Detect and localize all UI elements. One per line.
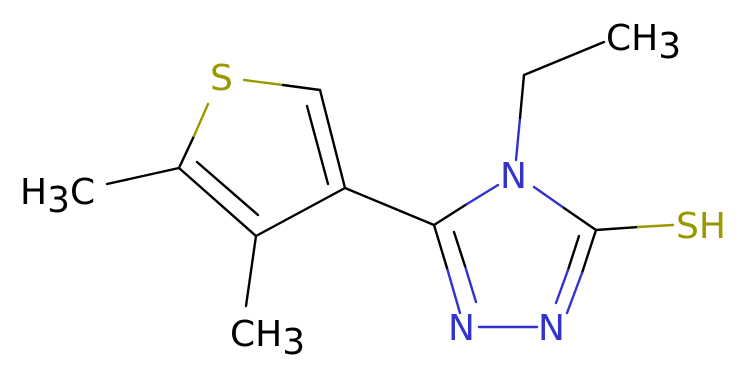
bond-c3-c2-inner xyxy=(195,160,260,217)
thiophene-sulfur-label: S xyxy=(210,58,233,99)
triazole-n2-label: N xyxy=(538,308,565,349)
methyl-left-label: H3C xyxy=(20,172,95,221)
bond-n4-c3 xyxy=(532,185,566,210)
bond-s-c5 xyxy=(242,78,285,87)
bond-c3-methyl xyxy=(244,234,258,308)
bond-n1-c5 xyxy=(445,266,462,315)
methyl-left-sub: 3 xyxy=(47,180,70,221)
bond-c2-s-yellow xyxy=(192,102,210,138)
bond-c3-sh xyxy=(594,225,640,232)
bond-c2-s xyxy=(177,134,196,170)
bond-n1-c5-inner-black xyxy=(452,230,467,268)
bond-c3-n2 xyxy=(580,228,598,275)
bond-n4-ch2 xyxy=(514,116,522,162)
bond-c3-sh-yellow xyxy=(636,223,675,229)
bond-c2-methyl xyxy=(105,166,181,186)
bond-ch2-n4-black xyxy=(518,73,526,120)
bond-c5-c4 xyxy=(318,88,347,190)
bond-c5-s-black xyxy=(281,83,322,92)
bond-c3-c2 xyxy=(177,166,258,238)
ethyl-methyl-label: CH3 xyxy=(606,18,681,67)
bond-c3-n2-inner-blue xyxy=(554,268,570,305)
bond-c4-c3 xyxy=(254,186,347,238)
ethyl-methyl-sub: 3 xyxy=(658,26,681,67)
bond-n1-c5-inner xyxy=(463,264,478,304)
bond-n4-c3-black xyxy=(562,206,598,232)
bond-c5-n4 xyxy=(432,202,469,227)
thiol-label: SH xyxy=(676,206,726,247)
methyl-left-h: H xyxy=(20,172,47,213)
bond-c3-n2-inner xyxy=(566,234,581,272)
bond-c3-n2-blue xyxy=(565,271,584,315)
triazole-n4-label: N xyxy=(500,156,527,197)
methyl-bottom-sub: 3 xyxy=(282,322,305,363)
bond-c5-n4-blue xyxy=(465,183,500,206)
triazole-ring xyxy=(432,183,598,329)
methyl-bottom-label: CH3 xyxy=(230,314,305,363)
bond-c5-c4-inner xyxy=(305,104,330,186)
bond-n1-c5-black xyxy=(432,223,449,270)
methyl-bottom-ch: CH xyxy=(230,314,282,355)
triazole-n1-label: N xyxy=(448,308,475,349)
thiophene-ring xyxy=(177,78,347,238)
methyl-left-c: C xyxy=(70,172,95,213)
bond-thiophene-triazole xyxy=(343,186,436,227)
bond-ch2-ch3 xyxy=(522,40,606,77)
ethyl-methyl-ch: CH xyxy=(606,18,658,59)
